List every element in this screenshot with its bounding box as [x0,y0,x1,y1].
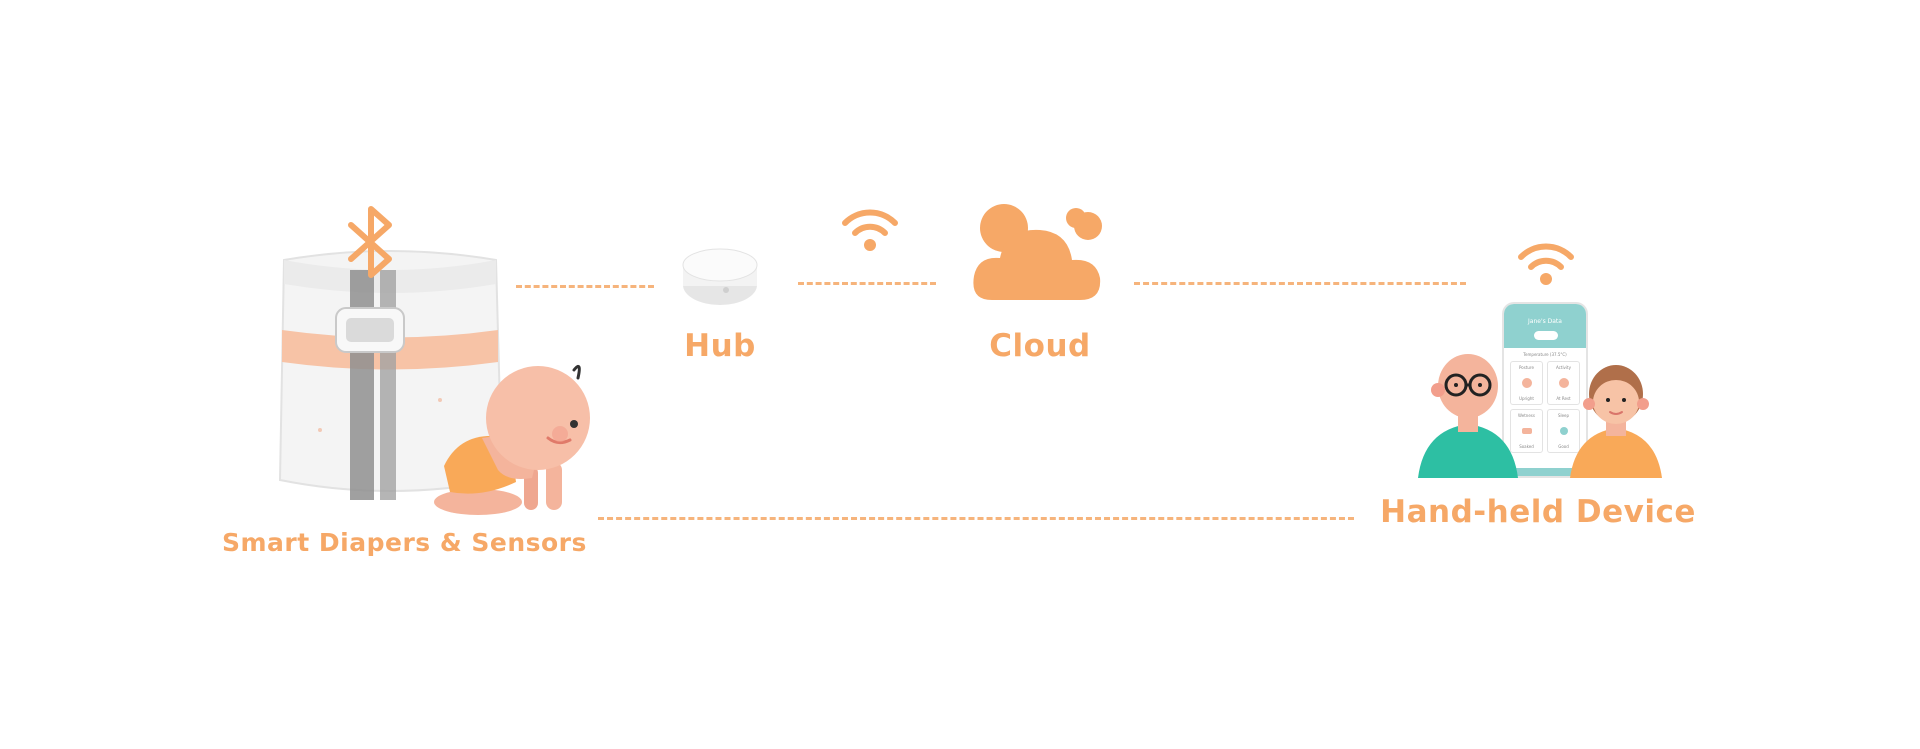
wifi-icon [1517,237,1575,287]
phone-card: Wetness Soaked [1510,409,1543,453]
connector-diaper-device [598,517,1354,520]
phone-card: Posture Upright [1510,361,1543,405]
bluetooth-icon [343,205,399,280]
man-illustration [1418,352,1518,478]
connector-cloud-device [1134,282,1466,285]
label-cloud: Cloud [989,328,1091,364]
cloud-icon [970,198,1108,303]
woman-illustration [1568,364,1664,478]
phone-card: Activity At Rest [1547,361,1580,405]
phone-section: Temperature (37.5°C) [1523,352,1567,357]
phone-nav-bar [1504,468,1586,476]
connector-hub-cloud [798,282,936,285]
wifi-icon [841,203,899,253]
connector-diaper-hub [516,285,654,288]
smart-diaper-illustration [270,240,510,505]
smartphone: Jane's Data Temperature (37.5°C) Posture… [1502,302,1588,478]
hub-device-icon [680,247,760,309]
baby-illustration [398,362,598,520]
phone-card: Sleep Good [1547,409,1580,453]
phone-header: Jane's Data [1504,304,1586,348]
label-diapers: Smart Diapers & Sensors [222,528,587,557]
label-hub: Hub [684,328,756,364]
label-device: Hand-held Device [1380,494,1696,530]
phone-cards: Posture Upright Activity At Rest Wetness… [1504,361,1586,453]
phone-title: Jane's Data [1528,318,1562,325]
